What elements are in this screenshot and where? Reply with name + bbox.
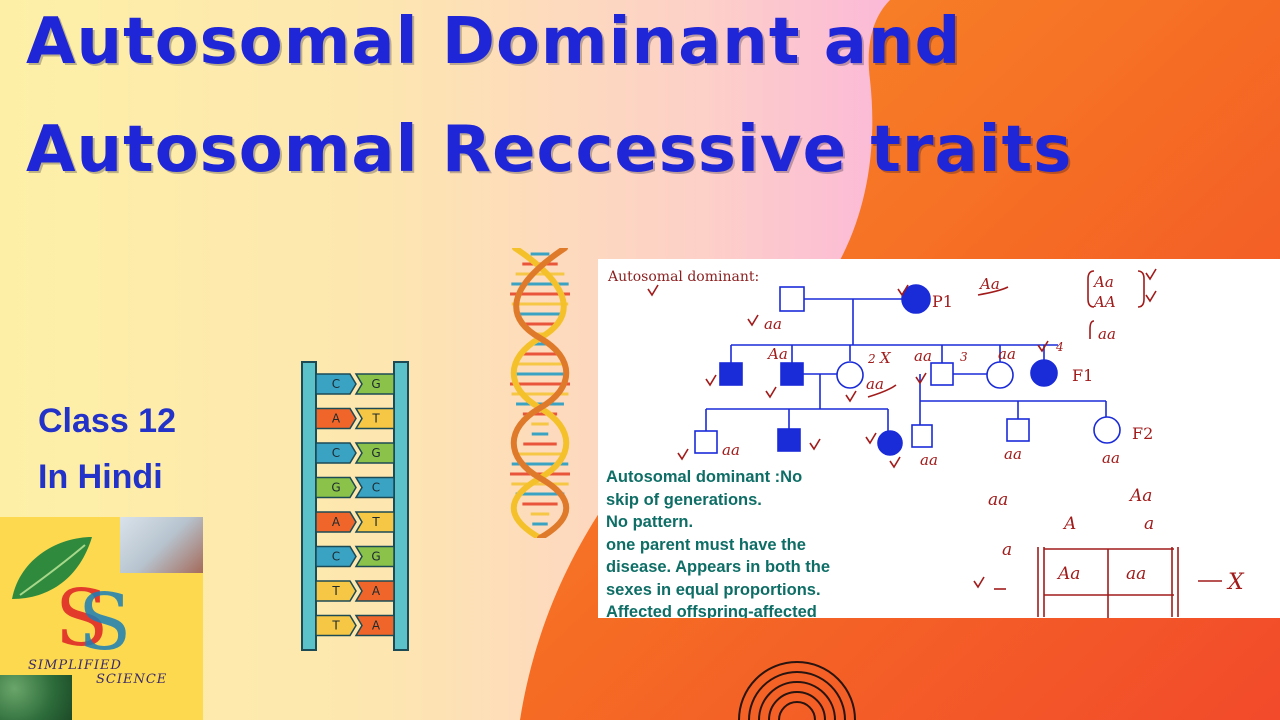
f2-male-unaffected-3: [1006, 418, 1030, 442]
base-left-label: C: [332, 446, 340, 460]
f1-female-affected: [1030, 359, 1058, 387]
note-line: disease. Appears in both the: [606, 558, 831, 576]
label-aa-e: aa: [920, 451, 938, 469]
label-aa-cross: Aa: [978, 275, 1000, 293]
f1-male-affected-1: [719, 362, 743, 386]
base-left-label: T: [331, 584, 340, 598]
f2-female-unaffected: [1093, 416, 1121, 444]
dna-helix-illustration: [510, 248, 570, 538]
concentric-arcs-decoration: [738, 661, 856, 720]
logo-text-science: SCIENCE: [96, 672, 168, 687]
f2-male-unaffected-2: [911, 424, 933, 448]
note-line: No pattern.: [606, 513, 694, 531]
label-bracket-geno: aa: [1098, 325, 1116, 343]
note-line: Autosomal dominant :No: [606, 468, 803, 486]
base-left-label: A: [332, 515, 341, 529]
note-line: one parent must have the: [606, 535, 806, 554]
label-f1: F1: [1072, 366, 1093, 385]
notes-text: Autosomal dominant :No skip of generatio…: [606, 466, 896, 618]
channel-logo: S S SIMPLIFIED SCIENCE: [0, 517, 203, 720]
base-right-label: C: [372, 481, 380, 495]
note-line: Affected offspring-affected: [606, 603, 817, 618]
leaves-image: [0, 675, 72, 720]
label-num-3: 3: [960, 350, 968, 364]
title-line-1: Autosomal Dominant and: [26, 5, 962, 79]
label-aa-a: aa: [866, 375, 884, 393]
leaf-s-icon: S S: [12, 537, 131, 668]
base-left-label: G: [331, 481, 340, 495]
label-child-geno: Aa: [766, 345, 788, 363]
base-right-label: G: [371, 446, 380, 460]
label-cell-aa: aa: [1126, 564, 1146, 584]
base-left: [315, 476, 357, 499]
label-num-4: 4: [1055, 340, 1064, 354]
label-gamete-aa: aa: [988, 490, 1008, 510]
base-right-label: A: [372, 584, 381, 598]
title-line-2: Autosomal Reccessive traits: [26, 113, 1073, 187]
label-num-2: 2: [867, 352, 876, 366]
base-right-label: T: [371, 412, 380, 426]
base-right-label: A: [372, 619, 381, 633]
label-aa-f: aa: [1004, 445, 1022, 463]
logo-text-simplified: SIMPLIFIED: [28, 658, 122, 673]
base-left: [315, 511, 357, 533]
f1-female-unaffected-2: [986, 361, 1014, 389]
base-right: [354, 476, 395, 499]
label-x-mark: X: [879, 349, 892, 367]
base-left: [315, 407, 357, 430]
label-p1: P1: [932, 292, 953, 311]
pedigree-panel: Autosomal dominant:: [598, 259, 1280, 618]
base-right-label: G: [371, 377, 380, 391]
base-right: [354, 407, 395, 430]
base-right: [354, 373, 395, 395]
base-left-label: A: [332, 412, 341, 426]
base-left: [315, 373, 357, 395]
label-row-a: a: [1002, 540, 1012, 560]
label-gamete-A: A: [1062, 514, 1076, 534]
base-left-label: C: [332, 550, 340, 564]
base-left: [315, 614, 357, 637]
f1-male-affected-2: [780, 362, 804, 386]
base-right: [354, 614, 395, 637]
dna-ladder-illustration: C G A T C G G C A T C G T A T A: [301, 361, 409, 651]
svg-text:S: S: [78, 578, 131, 668]
label-aa-g: aa: [1102, 449, 1120, 467]
base-right: [354, 511, 395, 533]
svg-text:S: S: [55, 574, 108, 664]
base-left: [315, 545, 357, 568]
note-line: sexes in equal proportions.: [606, 580, 821, 599]
label-f2: F2: [1132, 424, 1153, 443]
label-cross-x: X: [1226, 570, 1245, 595]
label-top-geno-1: Aa: [1092, 273, 1114, 291]
base-left: [315, 580, 357, 602]
f2-male-unaffected-1: [694, 430, 718, 454]
class-label: Class 12: [38, 402, 176, 440]
base-left: [315, 442, 357, 464]
base-left-label: T: [331, 619, 340, 633]
base-right: [354, 442, 395, 464]
logo-thumbnail-image: [120, 517, 203, 573]
pedigree-chart: P1 Aa Aa AA aa aa Aa 2 X aa aa 3 aa 4 F1…: [647, 268, 1245, 618]
label-gamete-a: a: [1144, 514, 1154, 534]
label-aa-d: aa: [722, 441, 740, 459]
label-aa-c: aa: [998, 345, 1016, 363]
f1-male-unaffected: [930, 362, 954, 386]
language-label: In Hindi: [38, 458, 163, 496]
label-top-geno-2: AA: [1092, 293, 1116, 311]
note-line: skip of generations.: [606, 490, 762, 509]
label-gamete-Aa: Aa: [1128, 486, 1152, 506]
base-left-label: C: [332, 377, 340, 391]
base-right: [354, 580, 395, 602]
base-right-label: T: [371, 515, 380, 529]
label-father-geno: aa: [764, 315, 782, 333]
base-right-label: G: [371, 550, 380, 564]
label-cell-Aa: Aa: [1056, 564, 1080, 584]
f1-female-unaffected-1: [836, 361, 864, 389]
panel-heading: Autosomal dominant:: [608, 269, 760, 285]
pedigree-male-unaffected: [779, 286, 805, 312]
label-aa-b: aa: [914, 347, 932, 365]
f2-female-affected: [877, 430, 903, 456]
base-right: [354, 545, 395, 568]
f2-male-affected: [777, 428, 801, 452]
